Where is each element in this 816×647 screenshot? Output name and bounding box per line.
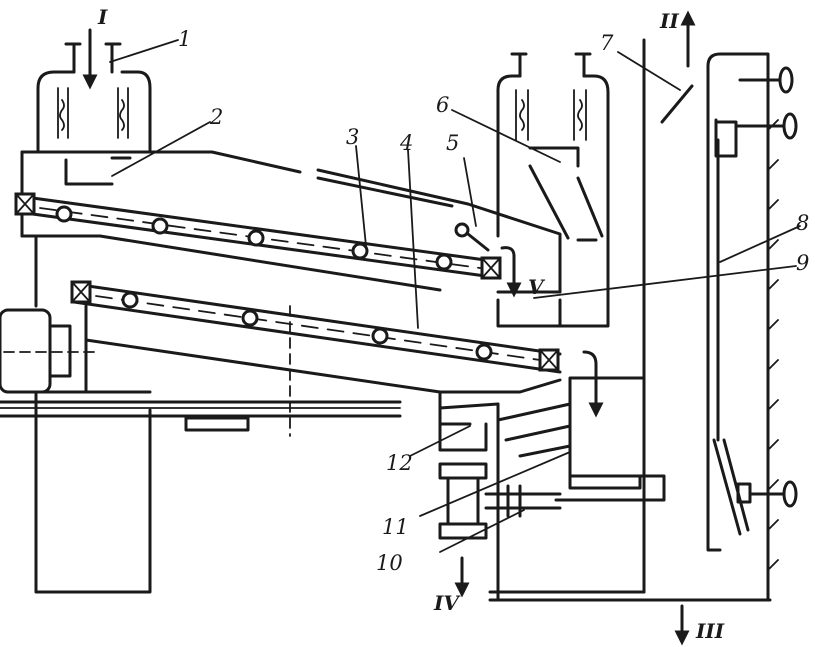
callout-9: 9 (796, 251, 809, 275)
callout-12: 12 (386, 451, 413, 475)
inlet-housing (36, 42, 152, 154)
flow-arrow-V (500, 246, 522, 298)
flow-label-III: III (695, 619, 725, 643)
flow-label-I: I (97, 5, 108, 29)
leader-lines (109, 39, 801, 553)
callout-8: 8 (796, 211, 809, 235)
callout-2: 2 (209, 105, 223, 129)
callout-1: 1 (178, 27, 191, 51)
central-cyclones (496, 52, 610, 328)
flow-arrows (82, 10, 696, 646)
clamp-screw-bottom (736, 480, 798, 508)
motor-drive (0, 305, 402, 437)
lower-screen (70, 280, 562, 374)
lower-outlets (438, 376, 666, 602)
flow-arrow-lower (582, 350, 604, 418)
clamp-screw-middle (714, 112, 798, 158)
flow-label-V: V (528, 275, 546, 299)
callout-3: 3 (346, 125, 359, 149)
callout-11: 11 (382, 515, 409, 539)
callout-7: 7 (600, 31, 614, 55)
deflector-plate (660, 84, 694, 124)
flow-label-IV: IV (433, 591, 461, 615)
callout-4: 4 (399, 131, 413, 155)
callout-labels: 1 2 3 4 5 6 7 8 9 10 11 12 I II III IV V (97, 5, 809, 643)
clamp-screw-top (738, 66, 794, 94)
callout-5: 5 (446, 131, 459, 155)
right-column (488, 38, 798, 602)
flap-valve (454, 222, 490, 252)
main-frame (20, 150, 562, 594)
motor (0, 308, 52, 394)
callout-6: 6 (436, 93, 449, 117)
callout-10: 10 (376, 551, 403, 575)
flow-label-II: II (659, 9, 679, 33)
upper-screen (14, 192, 502, 280)
